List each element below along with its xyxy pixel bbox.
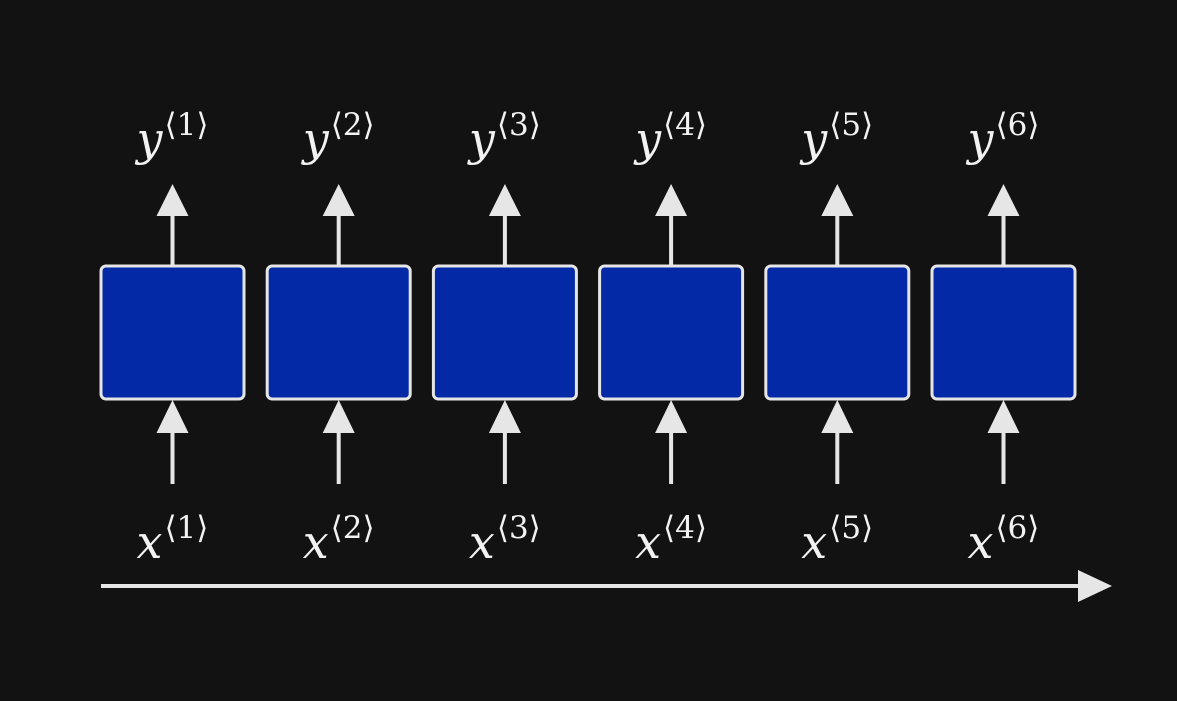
input-label-superscript: ⟨3⟩ [497,510,541,546]
output-label-superscript: ⟨3⟩ [497,107,541,143]
output-label-variable: y [301,112,330,166]
timestep-4: y⟨4⟩x⟨4⟩ [598,107,745,569]
input-arrow [655,400,688,484]
input-label-variable: x [469,515,495,569]
timestep-cells: y⟨1⟩x⟨1⟩y⟨2⟩x⟨2⟩y⟨3⟩x⟨3⟩y⟨4⟩x⟨4⟩y⟨5⟩x⟨5⟩… [99,107,1077,569]
input-label: x⟨4⟩ [635,510,707,569]
output-arrow [156,184,189,266]
input-arrow-head [987,400,1020,433]
input-label: x⟨5⟩ [801,510,873,569]
output-label-superscript: ⟨1⟩ [165,107,209,143]
timestep-1: y⟨1⟩x⟨1⟩ [99,107,246,569]
time-axis-arrow [101,570,1112,602]
input-label-variable: x [303,515,329,569]
input-label-superscript: ⟨5⟩ [829,510,873,546]
output-label-superscript: ⟨5⟩ [829,107,873,143]
output-arrow [488,184,521,266]
input-label-variable: x [968,515,994,569]
input-label: x⟨3⟩ [469,510,541,569]
output-label-variable: y [799,112,828,166]
input-arrow-head [322,400,355,433]
input-label: x⟨2⟩ [303,510,375,569]
output-arrow-head [987,184,1020,216]
input-arrow [156,400,189,484]
input-label-variable: x [801,515,827,569]
timestep-5: y⟨5⟩x⟨5⟩ [764,107,911,569]
input-arrow [821,400,854,484]
rnn-cell [764,264,911,401]
output-label-variable: y [966,112,995,166]
input-label: x⟨1⟩ [137,510,209,569]
output-label-variable: y [135,112,164,166]
input-arrow [987,400,1020,484]
timestep-3: y⟨3⟩x⟨3⟩ [431,107,578,569]
output-arrow [655,184,688,266]
input-arrow-head [156,400,189,433]
output-label: y⟨5⟩ [799,107,873,166]
output-label-superscript: ⟨4⟩ [663,107,707,143]
input-arrow [322,400,355,484]
input-arrow-head [821,400,854,433]
output-label: y⟨1⟩ [135,107,209,166]
rnn-cell [930,264,1077,401]
output-label: y⟨2⟩ [301,107,375,166]
output-arrow [987,184,1020,266]
output-arrow-head [488,184,521,216]
input-label: x⟨6⟩ [968,510,1040,569]
input-label-superscript: ⟨6⟩ [995,510,1039,546]
input-arrow [488,400,521,484]
input-arrow-head [488,400,521,433]
output-arrow-head [655,184,688,216]
output-label-superscript: ⟨6⟩ [996,107,1040,143]
output-arrow-head [821,184,854,216]
output-label-variable: y [467,112,496,166]
output-label-superscript: ⟨2⟩ [331,107,375,143]
input-arrow-head [655,400,688,433]
input-label-variable: x [635,515,661,569]
output-label: y⟨6⟩ [966,107,1040,166]
input-label-superscript: ⟨2⟩ [331,510,375,546]
output-arrow [821,184,854,266]
timestep-2: y⟨2⟩x⟨2⟩ [265,107,412,569]
rnn-cell [99,264,246,401]
input-label-superscript: ⟨4⟩ [663,510,707,546]
output-label: y⟨3⟩ [467,107,541,166]
output-arrow-head [322,184,355,216]
input-label-variable: x [137,515,163,569]
output-label: y⟨4⟩ [633,107,707,166]
output-arrow [322,184,355,266]
rnn-cell [265,264,412,401]
output-label-variable: y [633,112,662,166]
rnn-cell [598,264,745,401]
output-arrow-head [156,184,189,216]
rnn-cell [431,264,578,401]
input-label-superscript: ⟨1⟩ [164,510,208,546]
time-axis-arrowhead [1078,570,1112,602]
timestep-6: y⟨6⟩x⟨6⟩ [930,107,1077,569]
